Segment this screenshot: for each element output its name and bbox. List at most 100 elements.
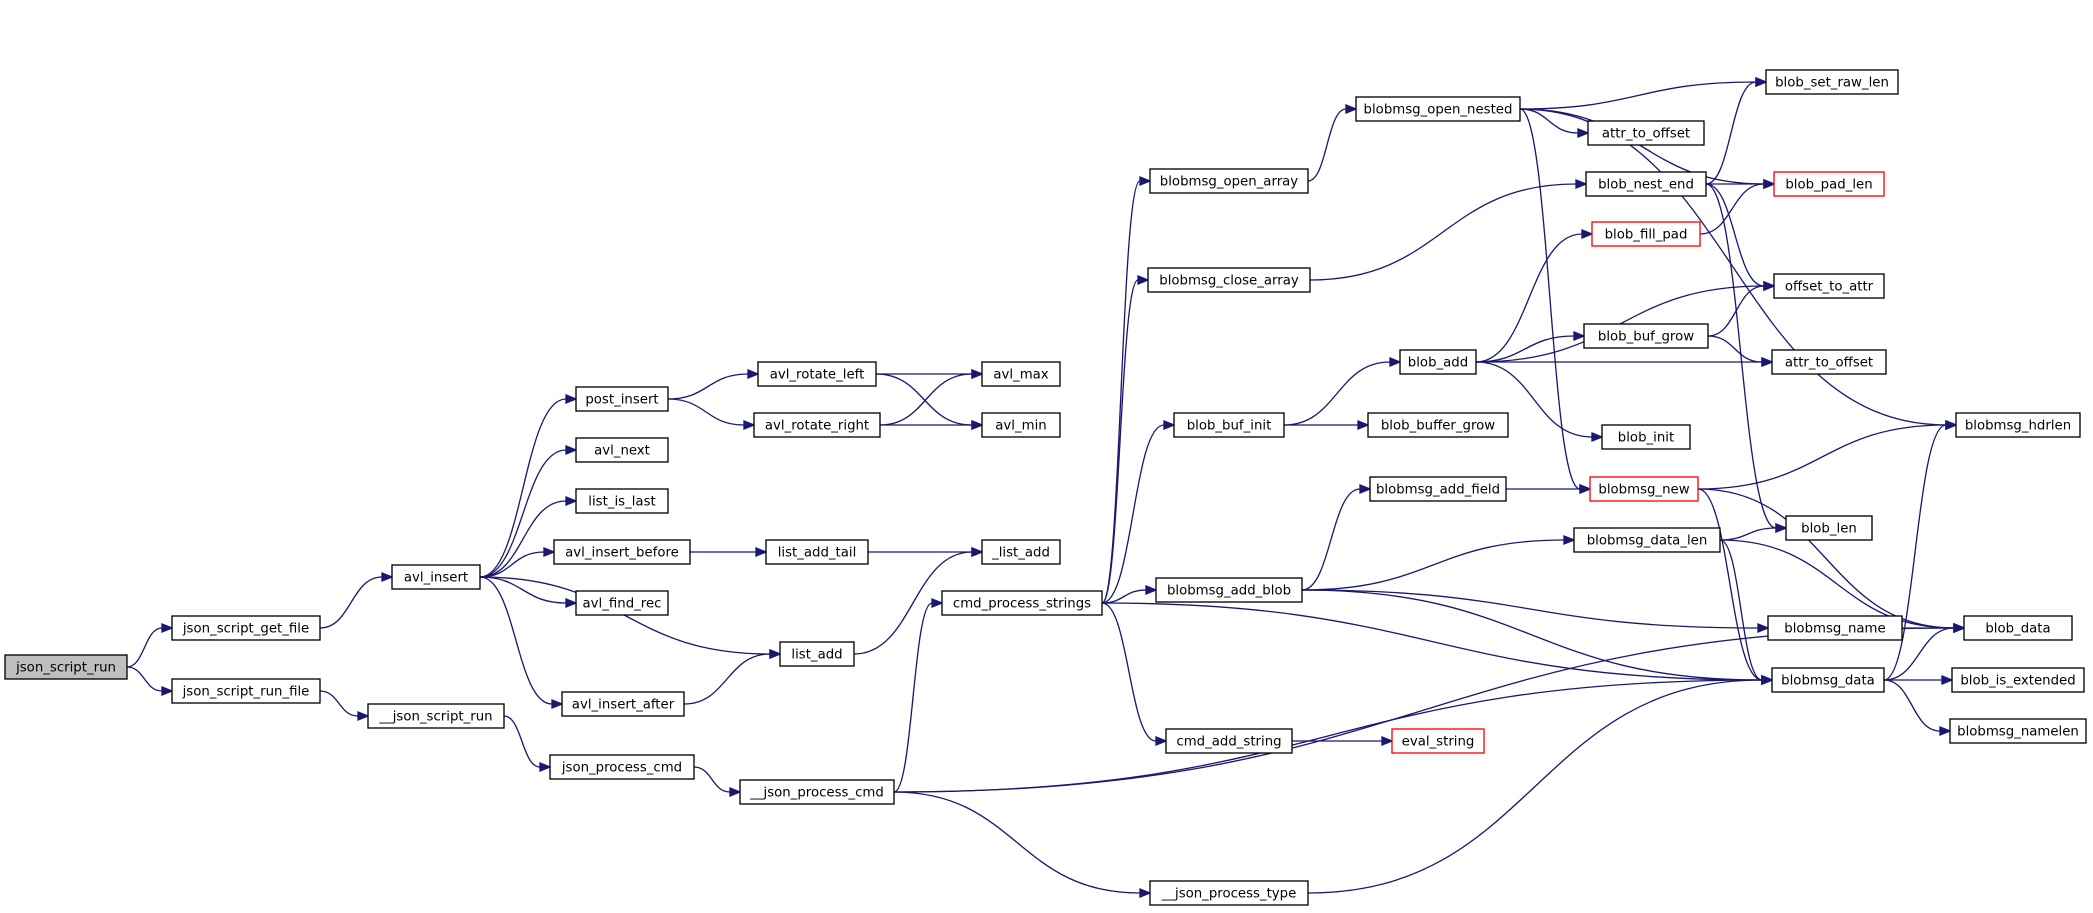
node-box-avl_insert[interactable] [391,564,481,590]
node-blob_buf_init[interactable]: blob_buf_init [1173,412,1285,438]
node-blob_len[interactable]: blob_len [1785,515,1873,541]
node-box-blob_nest_end[interactable] [1585,171,1707,197]
node-avl_max[interactable]: avl_max [981,361,1061,387]
node-attr_to_offset_b[interactable]: attr_to_offset [1771,349,1887,375]
node-box-blobmsg_new[interactable] [1589,476,1699,502]
node-box-blobmsg_name[interactable] [1767,615,1903,641]
node-box-avl_rotate_left[interactable] [757,361,877,387]
node-blobmsg_data_len[interactable]: blobmsg_data_len [1573,527,1721,553]
node-blob_set_raw_len[interactable]: blob_set_raw_len [1765,69,1899,95]
node-blob_data[interactable]: blob_data [1963,615,2073,641]
node-box-blobmsg_add_field[interactable] [1369,476,1507,502]
node-box-json_script_get_file[interactable] [171,615,321,641]
node-box-blob_buf_init[interactable] [1173,412,1285,438]
node-blobmsg_open_nested[interactable]: blobmsg_open_nested [1355,96,1521,122]
node-avl_rotate_left[interactable]: avl_rotate_left [757,361,877,387]
node-box-avl_next[interactable] [575,437,669,463]
node-__json_process_cmd[interactable]: __json_process_cmd [739,779,895,805]
node-box-avl_insert_after[interactable] [561,691,685,717]
node-blobmsg_data[interactable]: blobmsg_data [1771,667,1885,693]
node-box-avl_rotate_right[interactable] [753,412,881,438]
node-box-blob_buffer_grow[interactable] [1367,412,1509,438]
node-box-avl_insert_before[interactable] [553,539,691,565]
node-box-eval_string[interactable] [1391,728,1485,754]
node-box-blobmsg_namelen[interactable] [1949,718,2087,744]
node-eval_string[interactable]: eval_string [1391,728,1485,754]
node-box-json_script_run[interactable] [4,654,128,680]
node-offset_to_attr[interactable]: offset_to_attr [1773,273,1885,299]
node-_list_add[interactable]: _list_add [981,539,1061,565]
node-blob_add[interactable]: blob_add [1399,349,1477,375]
node-blob_init[interactable]: blob_init [1601,424,1691,450]
node-blob_buffer_grow[interactable]: blob_buffer_grow [1367,412,1509,438]
node-box-blobmsg_open_array[interactable] [1149,168,1309,194]
node-avl_insert_before[interactable]: avl_insert_before [553,539,691,565]
node-avl_insert[interactable]: avl_insert [391,564,481,590]
node-box-blob_init[interactable] [1601,424,1691,450]
node-box-blob_is_extended[interactable] [1951,667,2085,693]
node-box-blob_pad_len[interactable] [1773,171,1885,197]
node-box-blobmsg_open_nested[interactable] [1355,96,1521,122]
node-box-blob_fill_pad[interactable] [1591,221,1701,247]
node-box-post_insert[interactable] [575,386,669,412]
node-list_is_last[interactable]: list_is_last [575,488,669,514]
node-post_insert[interactable]: post_insert [575,386,669,412]
node-box-avl_find_rec[interactable] [575,590,669,616]
node-box-offset_to_attr[interactable] [1773,273,1885,299]
node-blobmsg_add_blob[interactable]: blobmsg_add_blob [1155,577,1303,603]
node-avl_min[interactable]: avl_min [981,412,1061,438]
node-blobmsg_new[interactable]: blobmsg_new [1589,476,1699,502]
node-blobmsg_name[interactable]: blobmsg_name [1767,615,1903,641]
node-box-attr_to_offset_b[interactable] [1771,349,1887,375]
node-box-json_process_cmd[interactable] [549,754,695,780]
node-blobmsg_open_array[interactable]: blobmsg_open_array [1149,168,1309,194]
node-json_script_get_file[interactable]: json_script_get_file [171,615,321,641]
node-blobmsg_hdrlen[interactable]: blobmsg_hdrlen [1955,412,2081,438]
node-box-json_script_run_file[interactable] [171,678,321,704]
node-attr_to_offset_a[interactable]: attr_to_offset [1587,120,1705,146]
node-avl_insert_after[interactable]: avl_insert_after [561,691,685,717]
node-blobmsg_close_array[interactable]: blobmsg_close_array [1147,267,1311,293]
node-json_script_run[interactable]: json_script_run [4,654,128,680]
node-box-_list_add[interactable] [981,539,1061,565]
node-blobmsg_namelen[interactable]: blobmsg_namelen [1949,718,2087,744]
node-box-blobmsg_close_array[interactable] [1147,267,1311,293]
node-box-__json_script_run[interactable] [367,703,505,729]
node-box-list_add_tail[interactable] [765,539,869,565]
node-box-__json_process_type[interactable] [1149,880,1309,906]
node-avl_rotate_right[interactable]: avl_rotate_right [753,412,881,438]
node-__json_script_run[interactable]: __json_script_run [367,703,505,729]
node-blobmsg_add_field[interactable]: blobmsg_add_field [1369,476,1507,502]
node-list_add[interactable]: list_add [779,641,855,667]
node-box-blobmsg_add_blob[interactable] [1155,577,1303,603]
node-box-blobmsg_data_len[interactable] [1573,527,1721,553]
node-box-blobmsg_data[interactable] [1771,667,1885,693]
node-box-avl_min[interactable] [981,412,1061,438]
node-blob_fill_pad[interactable]: blob_fill_pad [1591,221,1701,247]
node-json_process_cmd[interactable]: json_process_cmd [549,754,695,780]
node-box-blob_buf_grow[interactable] [1583,323,1709,349]
node-box-avl_max[interactable] [981,361,1061,387]
node-cmd_process_strings[interactable]: cmd_process_strings [941,590,1103,616]
node-box-list_is_last[interactable] [575,488,669,514]
node-blob_is_extended[interactable]: blob_is_extended [1951,667,2085,693]
node-blob_buf_grow[interactable]: blob_buf_grow [1583,323,1709,349]
node-box-list_add[interactable] [779,641,855,667]
node-blob_pad_len[interactable]: blob_pad_len [1773,171,1885,197]
node-box-blobmsg_hdrlen[interactable] [1955,412,2081,438]
node-cmd_add_string[interactable]: cmd_add_string [1165,728,1293,754]
node-box-cmd_add_string[interactable] [1165,728,1293,754]
node-blob_nest_end[interactable]: blob_nest_end [1585,171,1707,197]
node-box-blob_len[interactable] [1785,515,1873,541]
node-box-attr_to_offset_a[interactable] [1587,120,1705,146]
node-box-blob_set_raw_len[interactable] [1765,69,1899,95]
node-json_script_run_file[interactable]: json_script_run_file [171,678,321,704]
node-__json_process_type[interactable]: __json_process_type [1149,880,1309,906]
node-box-cmd_process_strings[interactable] [941,590,1103,616]
node-list_add_tail[interactable]: list_add_tail [765,539,869,565]
node-box-blob_add[interactable] [1399,349,1477,375]
node-avl_next[interactable]: avl_next [575,437,669,463]
node-box-blob_data[interactable] [1963,615,2073,641]
node-avl_find_rec[interactable]: avl_find_rec [575,590,669,616]
node-box-__json_process_cmd[interactable] [739,779,895,805]
